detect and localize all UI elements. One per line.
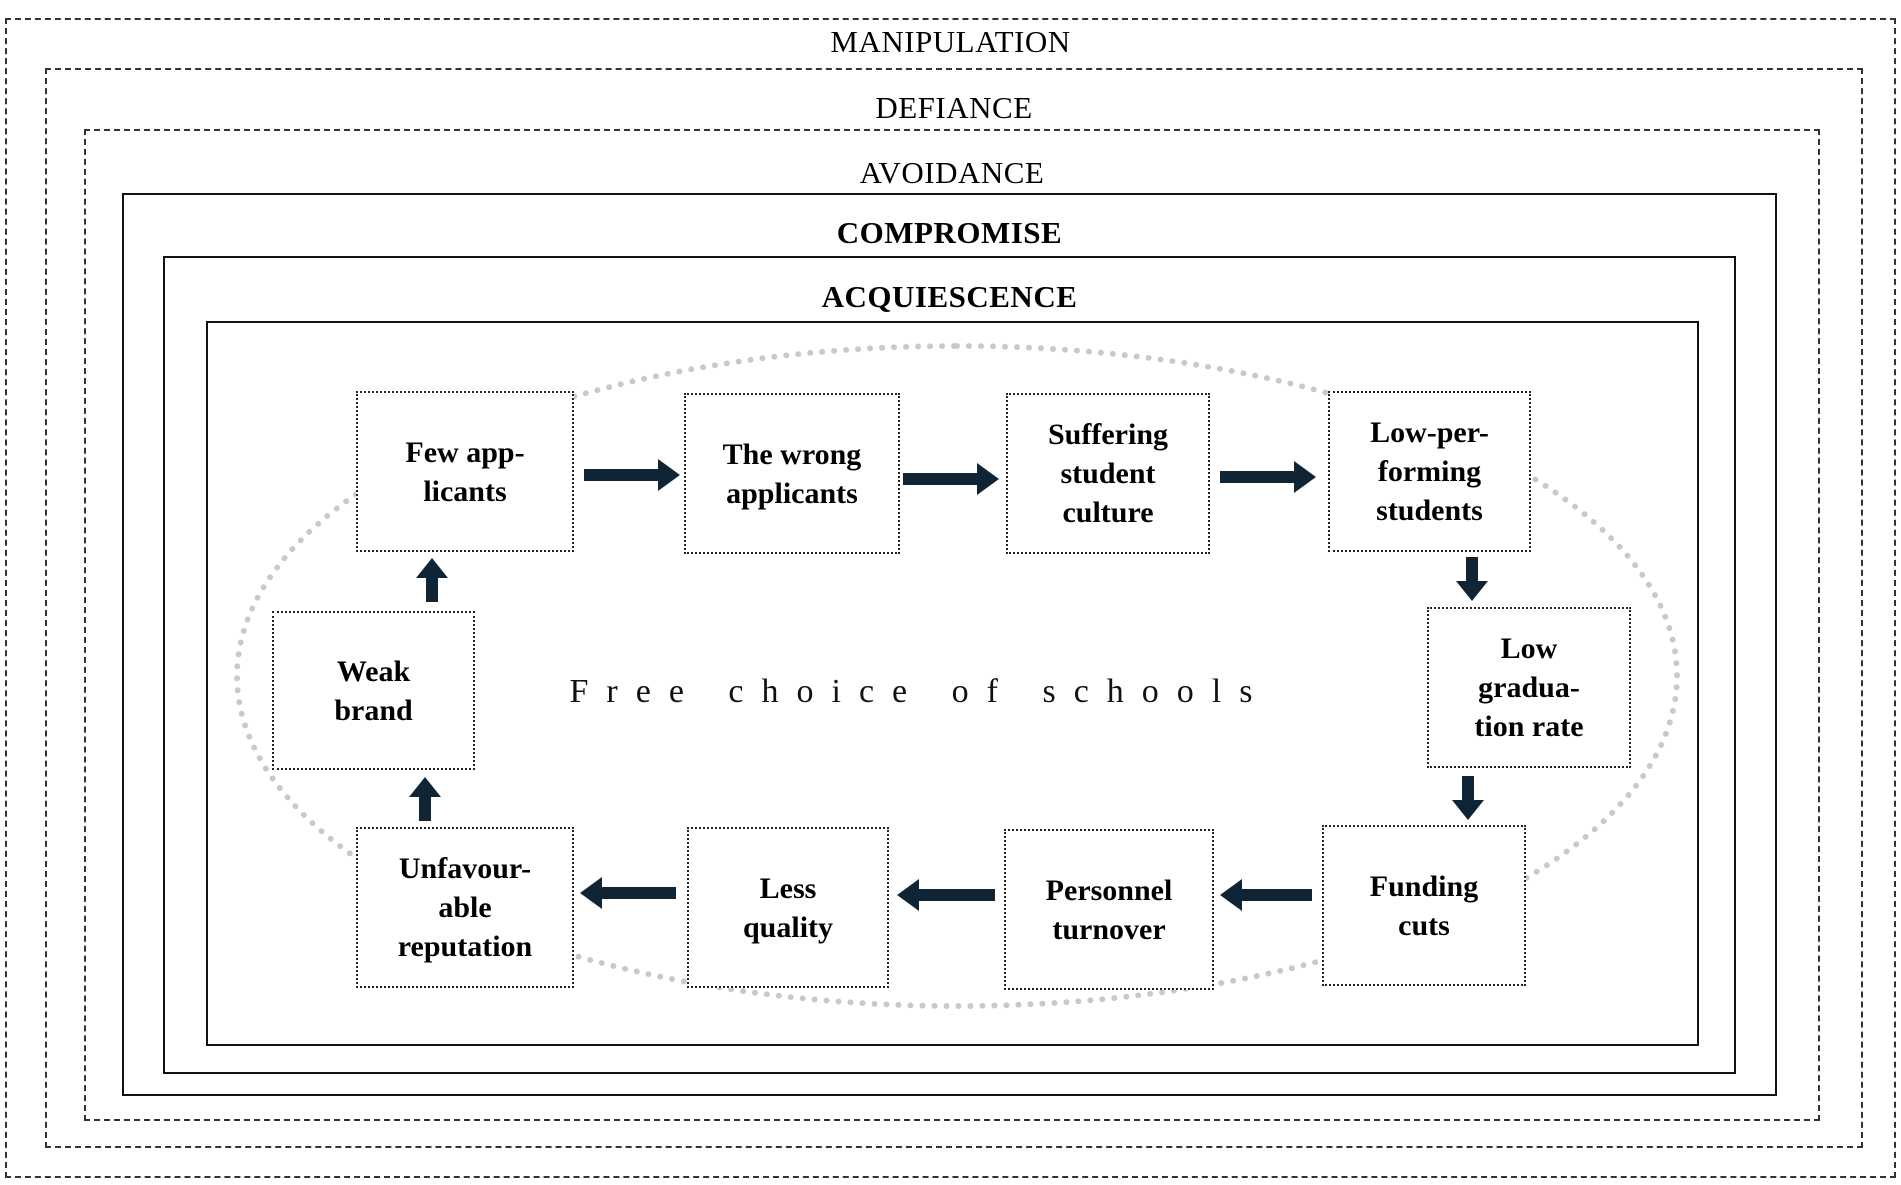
arrow-up-icon <box>409 777 441 821</box>
arrow-right-icon <box>903 463 999 495</box>
arrow-up-icon <box>416 558 448 602</box>
layer-manipulation: MANIPULATION <box>5 18 1896 1178</box>
box-funding-cuts: Funding cuts <box>1322 825 1526 986</box>
layer-avoidance: AVOIDANCE <box>84 129 1820 1121</box>
arrow-right-icon <box>1220 461 1316 493</box>
arrow-down-icon <box>1452 776 1484 820</box>
free-choice-ellipse <box>234 343 1680 1009</box>
arrow-down-icon <box>1456 557 1488 601</box>
layer-acquiescence: ACQUIESCENCE <box>163 256 1736 1074</box>
box-wrong-applicants: The wrong applicants <box>684 393 900 554</box>
avoidance-label: AVOIDANCE <box>859 155 1045 190</box>
center-label: Free choice of schools <box>569 673 1271 710</box>
box-weak-brand: Weak brand <box>272 611 475 770</box>
box-personnel-turnover: Personnel turnover <box>1004 829 1214 990</box>
layer-defiance: DEFIANCE <box>45 68 1863 1148</box>
defiance-label: DEFIANCE <box>875 90 1033 125</box>
arrow-left-icon <box>580 877 676 909</box>
acquiescence-label: ACQUIESCENCE <box>821 279 1078 314</box>
layer-compromise: COMPROMISE <box>122 193 1777 1096</box>
box-low-performing: Low-per- forming students <box>1328 391 1531 552</box>
box-suffering-culture: Suffering student culture <box>1006 393 1210 554</box>
box-few-applicants: Few app- licants <box>356 391 574 552</box>
arrow-left-icon <box>897 879 995 911</box>
inner-frame <box>206 321 1699 1046</box>
arrow-left-icon <box>1220 879 1312 911</box>
box-less-quality: Less quality <box>687 827 889 988</box>
box-low-graduation: Low gradua- tion rate <box>1427 607 1631 768</box>
box-unfavourable-reputation: Unfavour- able reputation <box>356 827 574 988</box>
arrow-right-icon <box>584 459 680 491</box>
manipulation-label: MANIPULATION <box>830 24 1071 59</box>
compromise-label: COMPROMISE <box>836 215 1063 250</box>
